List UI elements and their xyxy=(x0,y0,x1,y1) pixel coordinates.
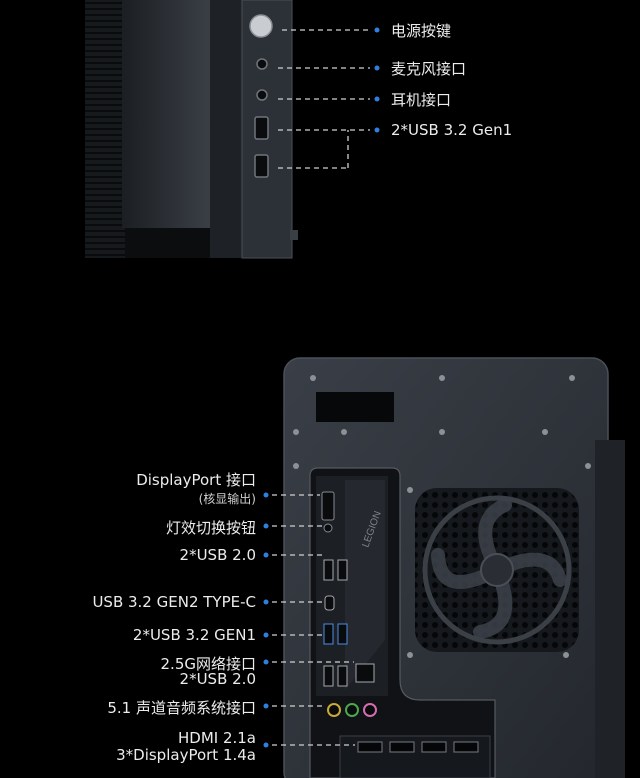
front-usb-port-icon xyxy=(254,116,269,140)
typec-port-icon xyxy=(324,595,335,611)
mic-jack-icon xyxy=(256,58,268,70)
usb32-port-icon xyxy=(323,623,334,645)
label-mic: 麦克风接口 xyxy=(391,60,467,78)
hdmi-port-icon xyxy=(357,741,383,753)
usb20-port-icon xyxy=(323,559,334,581)
label-usb20-b: 2*USB 2.0 xyxy=(179,670,256,688)
label-hdmi: HDMI 2.1a xyxy=(177,729,256,747)
label-displayport-sub: (核显输出) xyxy=(198,492,256,506)
label-audio: 5.1 声道音频系统接口 xyxy=(107,699,256,717)
usb20-port-icon xyxy=(337,559,348,581)
displayport-14-icon xyxy=(389,741,415,753)
lan-port-icon xyxy=(355,663,375,683)
label-light-button: 灯效切换按钮 xyxy=(165,519,256,537)
label-lan: 2.5G网络接口 xyxy=(160,655,256,673)
audio-jack-icon xyxy=(327,703,341,717)
headphone-jack-icon xyxy=(256,89,268,101)
audio-jack-icon xyxy=(345,703,359,717)
usb32-port-icon xyxy=(337,623,348,645)
label-typec: USB 3.2 GEN2 TYPE-C xyxy=(92,593,256,611)
displayport-icon xyxy=(321,491,335,521)
label-usb32-gen1: 2*USB 3.2 GEN1 xyxy=(132,626,256,644)
label-usb32-front: 2*USB 3.2 Gen1 xyxy=(391,121,513,139)
front-usb-port-icon xyxy=(254,154,269,178)
audio-jack-icon xyxy=(363,703,377,717)
rear-case: LEGION xyxy=(283,357,625,778)
label-usb20-a: 2*USB 2.0 xyxy=(179,546,256,564)
power-button-icon xyxy=(249,14,273,38)
label-power: 电源按键 xyxy=(391,22,452,40)
usb20-port-icon xyxy=(337,665,348,687)
label-headphone: 耳机接口 xyxy=(391,91,452,109)
front-case xyxy=(85,0,298,259)
usb20-port-icon xyxy=(323,665,334,687)
label-displayport: DisplayPort 接口 xyxy=(136,471,256,489)
light-button-icon xyxy=(323,523,333,533)
label-displayport-14: 3*DisplayPort 1.4a xyxy=(116,746,256,764)
